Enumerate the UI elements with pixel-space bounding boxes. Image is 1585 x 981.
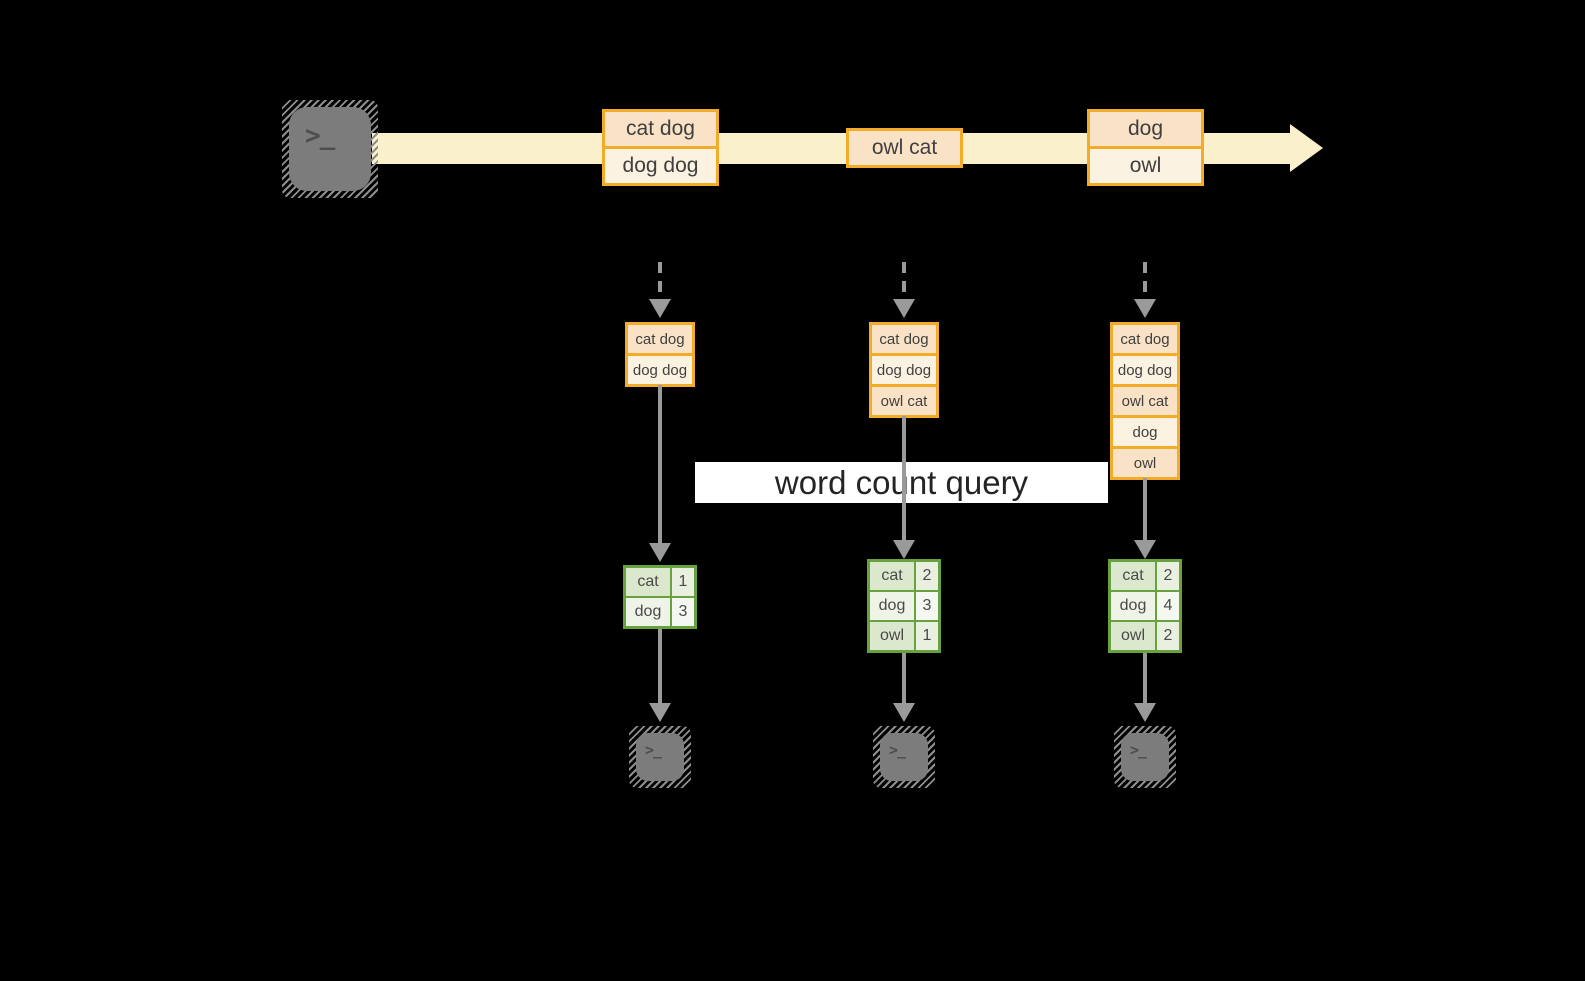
table-word-cell: cat: [870, 562, 914, 590]
table-count-cell: 3: [916, 592, 938, 620]
arrowhead-icon: [893, 703, 915, 722]
stack-cell: owl: [1113, 449, 1177, 477]
arrow-shaft: [902, 653, 906, 703]
sink-terminal-icon-2: >_: [873, 726, 935, 788]
batch-cell: owl cat: [849, 131, 960, 165]
source-terminal-icon: >_: [282, 100, 378, 198]
stack-cell: cat dog: [872, 325, 936, 353]
table-count-cell: 2: [916, 562, 938, 590]
stack-cell: dog dog: [872, 356, 936, 384]
stack-cell: owl cat: [872, 387, 936, 415]
terminal-screen: >_: [880, 733, 928, 781]
terminal-prompt-icon: >_: [645, 741, 662, 759]
table-count-cell: 2: [1157, 562, 1179, 590]
batch-cell: dog dog: [605, 149, 716, 183]
microbatch-stack-1: cat dog dog dog: [625, 322, 695, 387]
stream-batch-box-1: cat dog dog dog: [602, 109, 719, 186]
arrowhead-icon: [893, 540, 915, 559]
stack-cell: dog dog: [628, 356, 692, 384]
sink-terminal-icon-1: >_: [629, 726, 691, 788]
table-word-cell: cat: [626, 568, 670, 596]
stack-cell: dog: [1113, 418, 1177, 446]
table-count-cell: 1: [916, 622, 938, 650]
dashed-arrow-shaft: [658, 262, 662, 300]
word-count-query-label: word count query: [695, 462, 1108, 503]
arrow-shaft: [658, 385, 662, 543]
table-word-cell: cat: [1111, 562, 1155, 590]
stack-cell: cat dog: [628, 325, 692, 353]
arrowhead-icon: [649, 543, 671, 562]
wordcount-table-3: cat 2 dog 4 owl 2: [1108, 559, 1182, 653]
dashed-arrowhead-icon: [1134, 299, 1156, 318]
terminal-prompt-icon: >_: [889, 741, 906, 759]
terminal-screen: >_: [289, 107, 371, 191]
arrowhead-icon: [1134, 703, 1156, 722]
stack-cell: dog dog: [1113, 356, 1177, 384]
terminal-prompt-icon: >_: [1130, 741, 1147, 759]
batch-cell: owl: [1090, 149, 1201, 183]
batch-cell: cat dog: [605, 112, 716, 146]
arrow-shaft: [1143, 478, 1147, 540]
arrow-shaft: [902, 416, 906, 540]
stack-cell: owl cat: [1113, 387, 1177, 415]
microbatch-stack-3: cat dog dog dog owl cat dog owl: [1110, 322, 1180, 480]
stream-arrowhead-icon: [1290, 124, 1323, 172]
table-word-cell: dog: [626, 598, 670, 626]
arrowhead-icon: [1134, 540, 1156, 559]
stream-batch-box-3: dog owl: [1087, 109, 1204, 186]
table-word-cell: dog: [1111, 592, 1155, 620]
microbatch-stack-2: cat dog dog dog owl cat: [869, 322, 939, 418]
dashed-arrow-shaft: [1143, 262, 1147, 300]
sink-terminal-icon-3: >_: [1114, 726, 1176, 788]
dashed-arrowhead-icon: [893, 299, 915, 318]
stack-cell: cat dog: [1113, 325, 1177, 353]
terminal-screen: >_: [1121, 733, 1169, 781]
terminal-prompt-icon: >_: [305, 121, 335, 151]
table-count-cell: 4: [1157, 592, 1179, 620]
dashed-arrowhead-icon: [649, 299, 671, 318]
table-word-cell: dog: [870, 592, 914, 620]
table-count-cell: 3: [672, 598, 694, 626]
wordcount-table-2: cat 2 dog 3 owl 1: [867, 559, 941, 653]
arrow-shaft: [1143, 653, 1147, 703]
stream-batch-box-2: owl cat: [846, 128, 963, 168]
batch-cell: dog: [1090, 112, 1201, 146]
dashed-arrow-shaft: [902, 262, 906, 300]
table-word-cell: owl: [1111, 622, 1155, 650]
arrow-shaft: [658, 629, 662, 703]
wordcount-table-1: cat 1 dog 3: [623, 565, 697, 629]
table-word-cell: owl: [870, 622, 914, 650]
terminal-screen: >_: [636, 733, 684, 781]
arrowhead-icon: [649, 703, 671, 722]
table-count-cell: 2: [1157, 622, 1179, 650]
table-count-cell: 1: [672, 568, 694, 596]
